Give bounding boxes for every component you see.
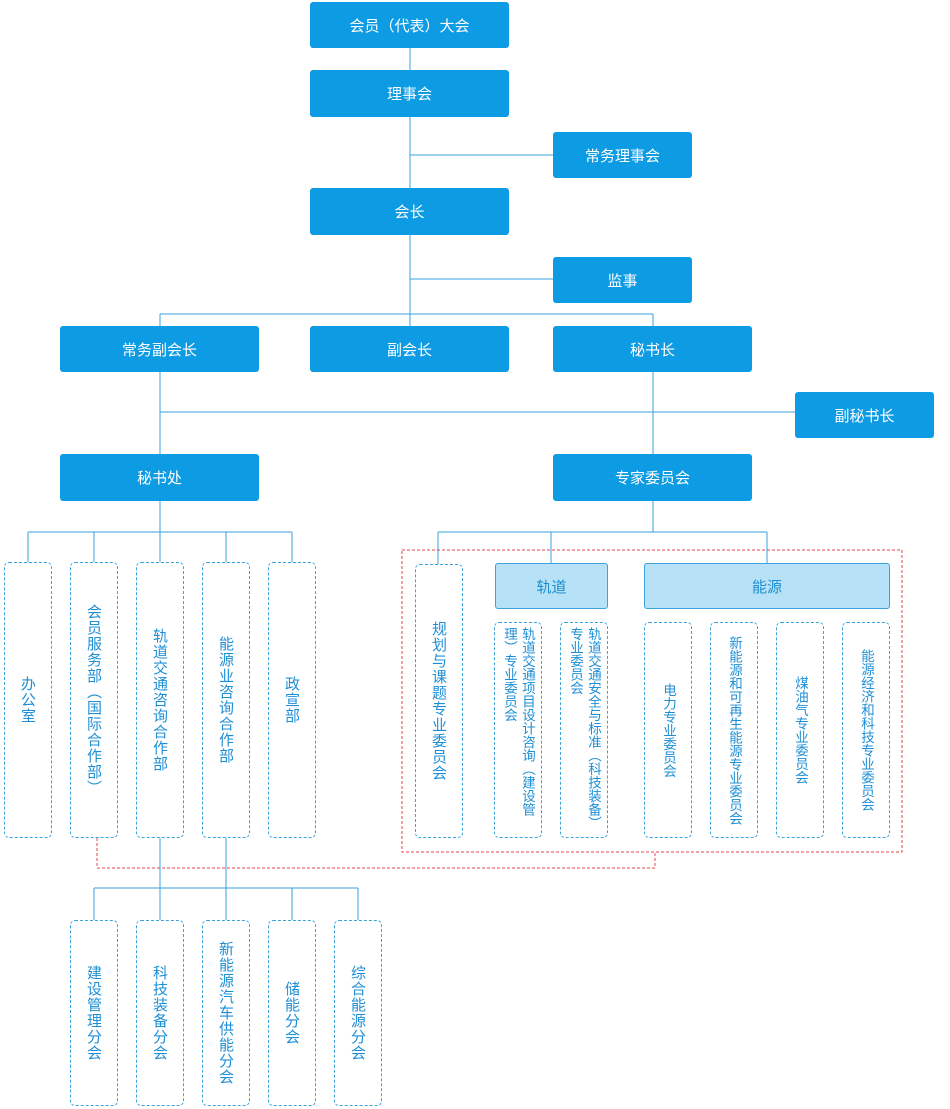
deputy-secretary-general-node: 副秘书长 xyxy=(795,392,934,438)
dept-publicity: 政宣部 xyxy=(268,562,316,838)
dept-office-label: 办公室 xyxy=(19,676,37,724)
committee-rail-safety: 轨道交通安全与标准（科技装备）专业委员会 xyxy=(560,622,608,838)
committee-rail-safety-label: 轨道交通安全与标准（科技装备）专业委员会 xyxy=(567,627,601,830)
expert-committee-node: 专家委员会 xyxy=(553,454,752,501)
assembly-node: 会员（代表）大会 xyxy=(310,2,509,48)
vp-node: 副会长 xyxy=(310,326,509,372)
committee-power: 电力专业委员会 xyxy=(644,622,692,838)
supervisor-node: 监事 xyxy=(553,257,692,303)
branch-energy-storage-label: 储能分会 xyxy=(283,981,301,1045)
committee-rail-design-label: 轨道交通项目设计咨询（建设管理）专业委员会 xyxy=(501,627,535,817)
branch-construction-label: 建设管理分会 xyxy=(85,965,103,1061)
dept-office: 办公室 xyxy=(4,562,52,838)
committee-renewable-label: 新能源和可再生能源专业委员会 xyxy=(726,635,742,825)
dept-rail-consulting-label: 轨道交通咨询合作部 xyxy=(151,628,169,772)
committee-coal-oil-gas: 煤油气专业委员会 xyxy=(776,622,824,838)
committee-renewable: 新能源和可再生能源专业委员会 xyxy=(710,622,758,838)
committee-rail-design: 轨道交通项目设计咨询（建设管理）专业委员会 xyxy=(494,622,542,838)
dept-member-services: 会员服务部（国际合作部） xyxy=(70,562,118,838)
dept-energy-consulting-label: 能源业咨询合作部 xyxy=(217,636,235,764)
secretariat-node: 秘书处 xyxy=(60,454,259,501)
branch-tech-equipment-label: 科技装备分会 xyxy=(151,965,169,1061)
council-node: 理事会 xyxy=(310,70,509,117)
secretary-general-node: 秘书长 xyxy=(553,326,752,372)
exec-vp-node: 常务副会长 xyxy=(60,326,259,372)
committee-planning: 规划与课题专业委员会 xyxy=(415,564,463,838)
dept-member-services-label: 会员服务部（国际合作部） xyxy=(85,604,103,796)
committee-power-label: 电力专业委员会 xyxy=(660,682,676,778)
committee-coal-oil-gas-label: 煤油气专业委员会 xyxy=(792,676,808,784)
dept-rail-consulting: 轨道交通咨询合作部 xyxy=(136,562,184,838)
committee-planning-label: 规划与课题专业委员会 xyxy=(430,621,448,781)
committee-energy-economics: 能源经济和科技专业委员会 xyxy=(842,622,890,838)
branch-integrated-energy-label: 综合能源分会 xyxy=(349,965,367,1061)
dept-publicity-label: 政宣部 xyxy=(283,676,301,724)
president-node: 会长 xyxy=(310,188,509,235)
branch-energy-storage: 储能分会 xyxy=(268,920,316,1106)
branch-nev-energy-supply: 新能源汽车供能分会 xyxy=(202,920,250,1106)
branch-tech-equipment: 科技装备分会 xyxy=(136,920,184,1106)
branch-construction: 建设管理分会 xyxy=(70,920,118,1106)
branch-integrated-energy: 综合能源分会 xyxy=(334,920,382,1106)
rail-group-header: 轨道 xyxy=(495,563,608,609)
branch-nev-energy-supply-label: 新能源汽车供能分会 xyxy=(217,941,235,1085)
standing-council-node: 常务理事会 xyxy=(553,132,692,178)
committee-energy-economics-label: 能源经济和科技专业委员会 xyxy=(858,649,874,811)
dept-energy-consulting: 能源业咨询合作部 xyxy=(202,562,250,838)
energy-group-header: 能源 xyxy=(644,563,890,609)
